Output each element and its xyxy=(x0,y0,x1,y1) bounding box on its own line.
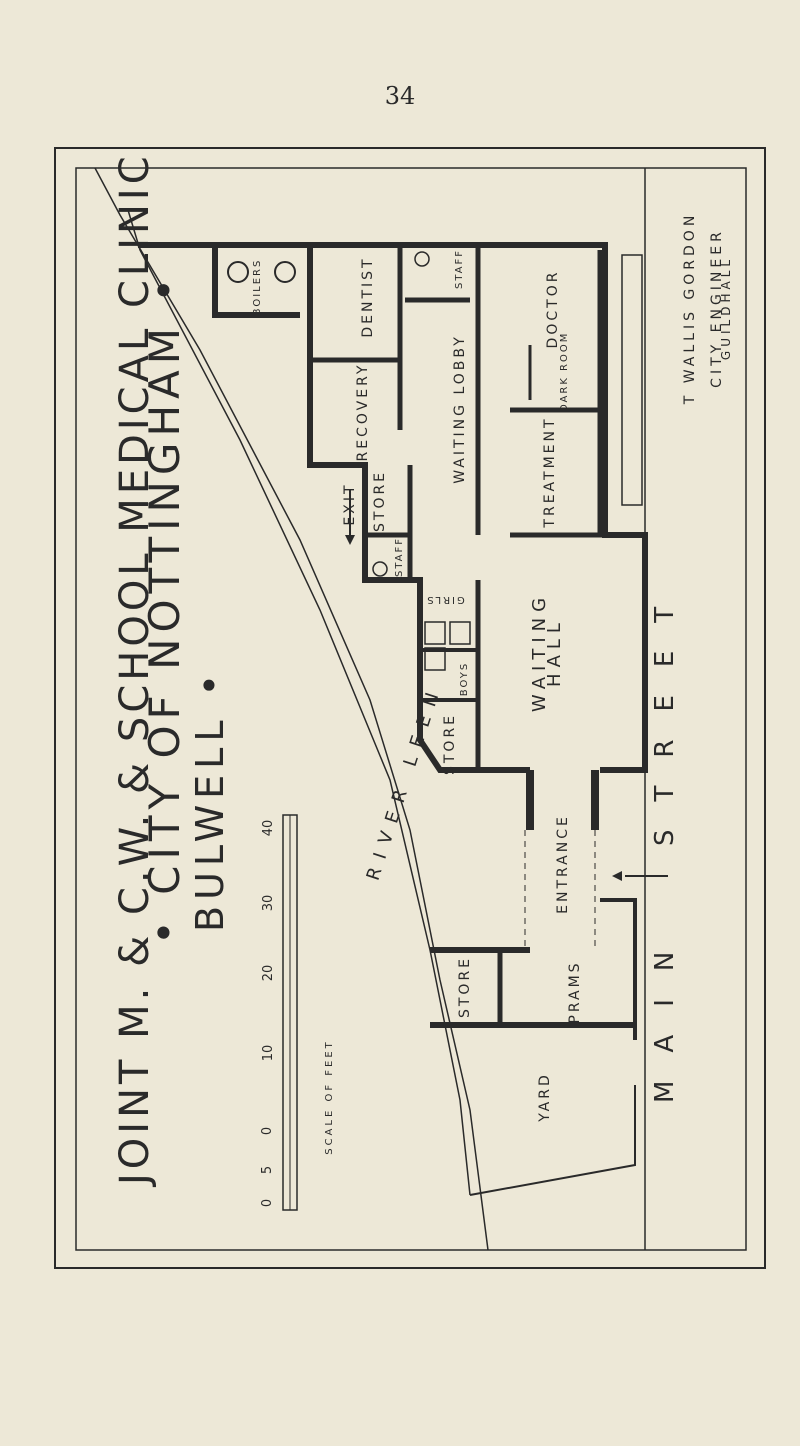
street-label: STREET xyxy=(650,578,680,846)
river-bank-inner xyxy=(127,209,471,1196)
outer-frame xyxy=(54,147,766,1269)
scale-tick-10: 10 xyxy=(261,1044,276,1062)
room-girls: GIRLS xyxy=(425,594,465,605)
scale-tick-0a: 0 xyxy=(260,1198,275,1208)
title-line-2: JOINT M. & C.W. & SCHOOL MEDICAL CLINIC xyxy=(112,152,158,1185)
label-exit: EXIT xyxy=(342,482,358,526)
room-store-1: STORE xyxy=(372,469,388,532)
title-line-3: BULWELL • xyxy=(188,668,232,932)
room-staff-top: STAFF xyxy=(454,248,465,290)
page-number: 34 xyxy=(384,82,416,110)
scale-tick-20: 20 xyxy=(261,964,276,982)
room-waiting-lobby: WAITING LOBBY xyxy=(452,334,468,484)
room-store-3: STORE xyxy=(457,955,473,1019)
room-prams: PRAMS xyxy=(567,960,583,1024)
room-store-2: STORE xyxy=(442,712,458,776)
room-treatment: TREATMENT xyxy=(542,416,558,528)
scale-tick-30: 30 xyxy=(261,894,276,912)
scale-tick-40: 40 xyxy=(261,819,276,837)
river-bank-outer xyxy=(94,167,489,1251)
engineer-name: T WALLIS GORDON xyxy=(682,211,698,405)
yard-wall xyxy=(469,1085,636,1196)
engineer-office: GUILDHALL xyxy=(719,255,733,361)
main-label: MAIN xyxy=(650,923,680,1103)
room-staff-2: STAFF xyxy=(394,536,405,578)
room-boys: BOYS xyxy=(459,661,470,697)
scale-caption: SCALE OF FEET xyxy=(324,1039,335,1155)
inner-frame xyxy=(75,167,747,1251)
label-entrance: ENTRANCE xyxy=(555,814,571,914)
scale-tick-0b: 0 xyxy=(260,1126,275,1136)
label-yard: YARD xyxy=(537,1072,553,1122)
room-recovery: RECOVERY xyxy=(355,362,371,462)
scale-tick-5: 5 xyxy=(260,1165,275,1175)
room-boilers: BOILERS xyxy=(252,258,263,316)
room-dark-room: DARK ROOM xyxy=(559,331,570,412)
room-waiting-hall-2: HALL xyxy=(544,617,565,687)
room-dentist: DENTIST xyxy=(360,256,376,338)
